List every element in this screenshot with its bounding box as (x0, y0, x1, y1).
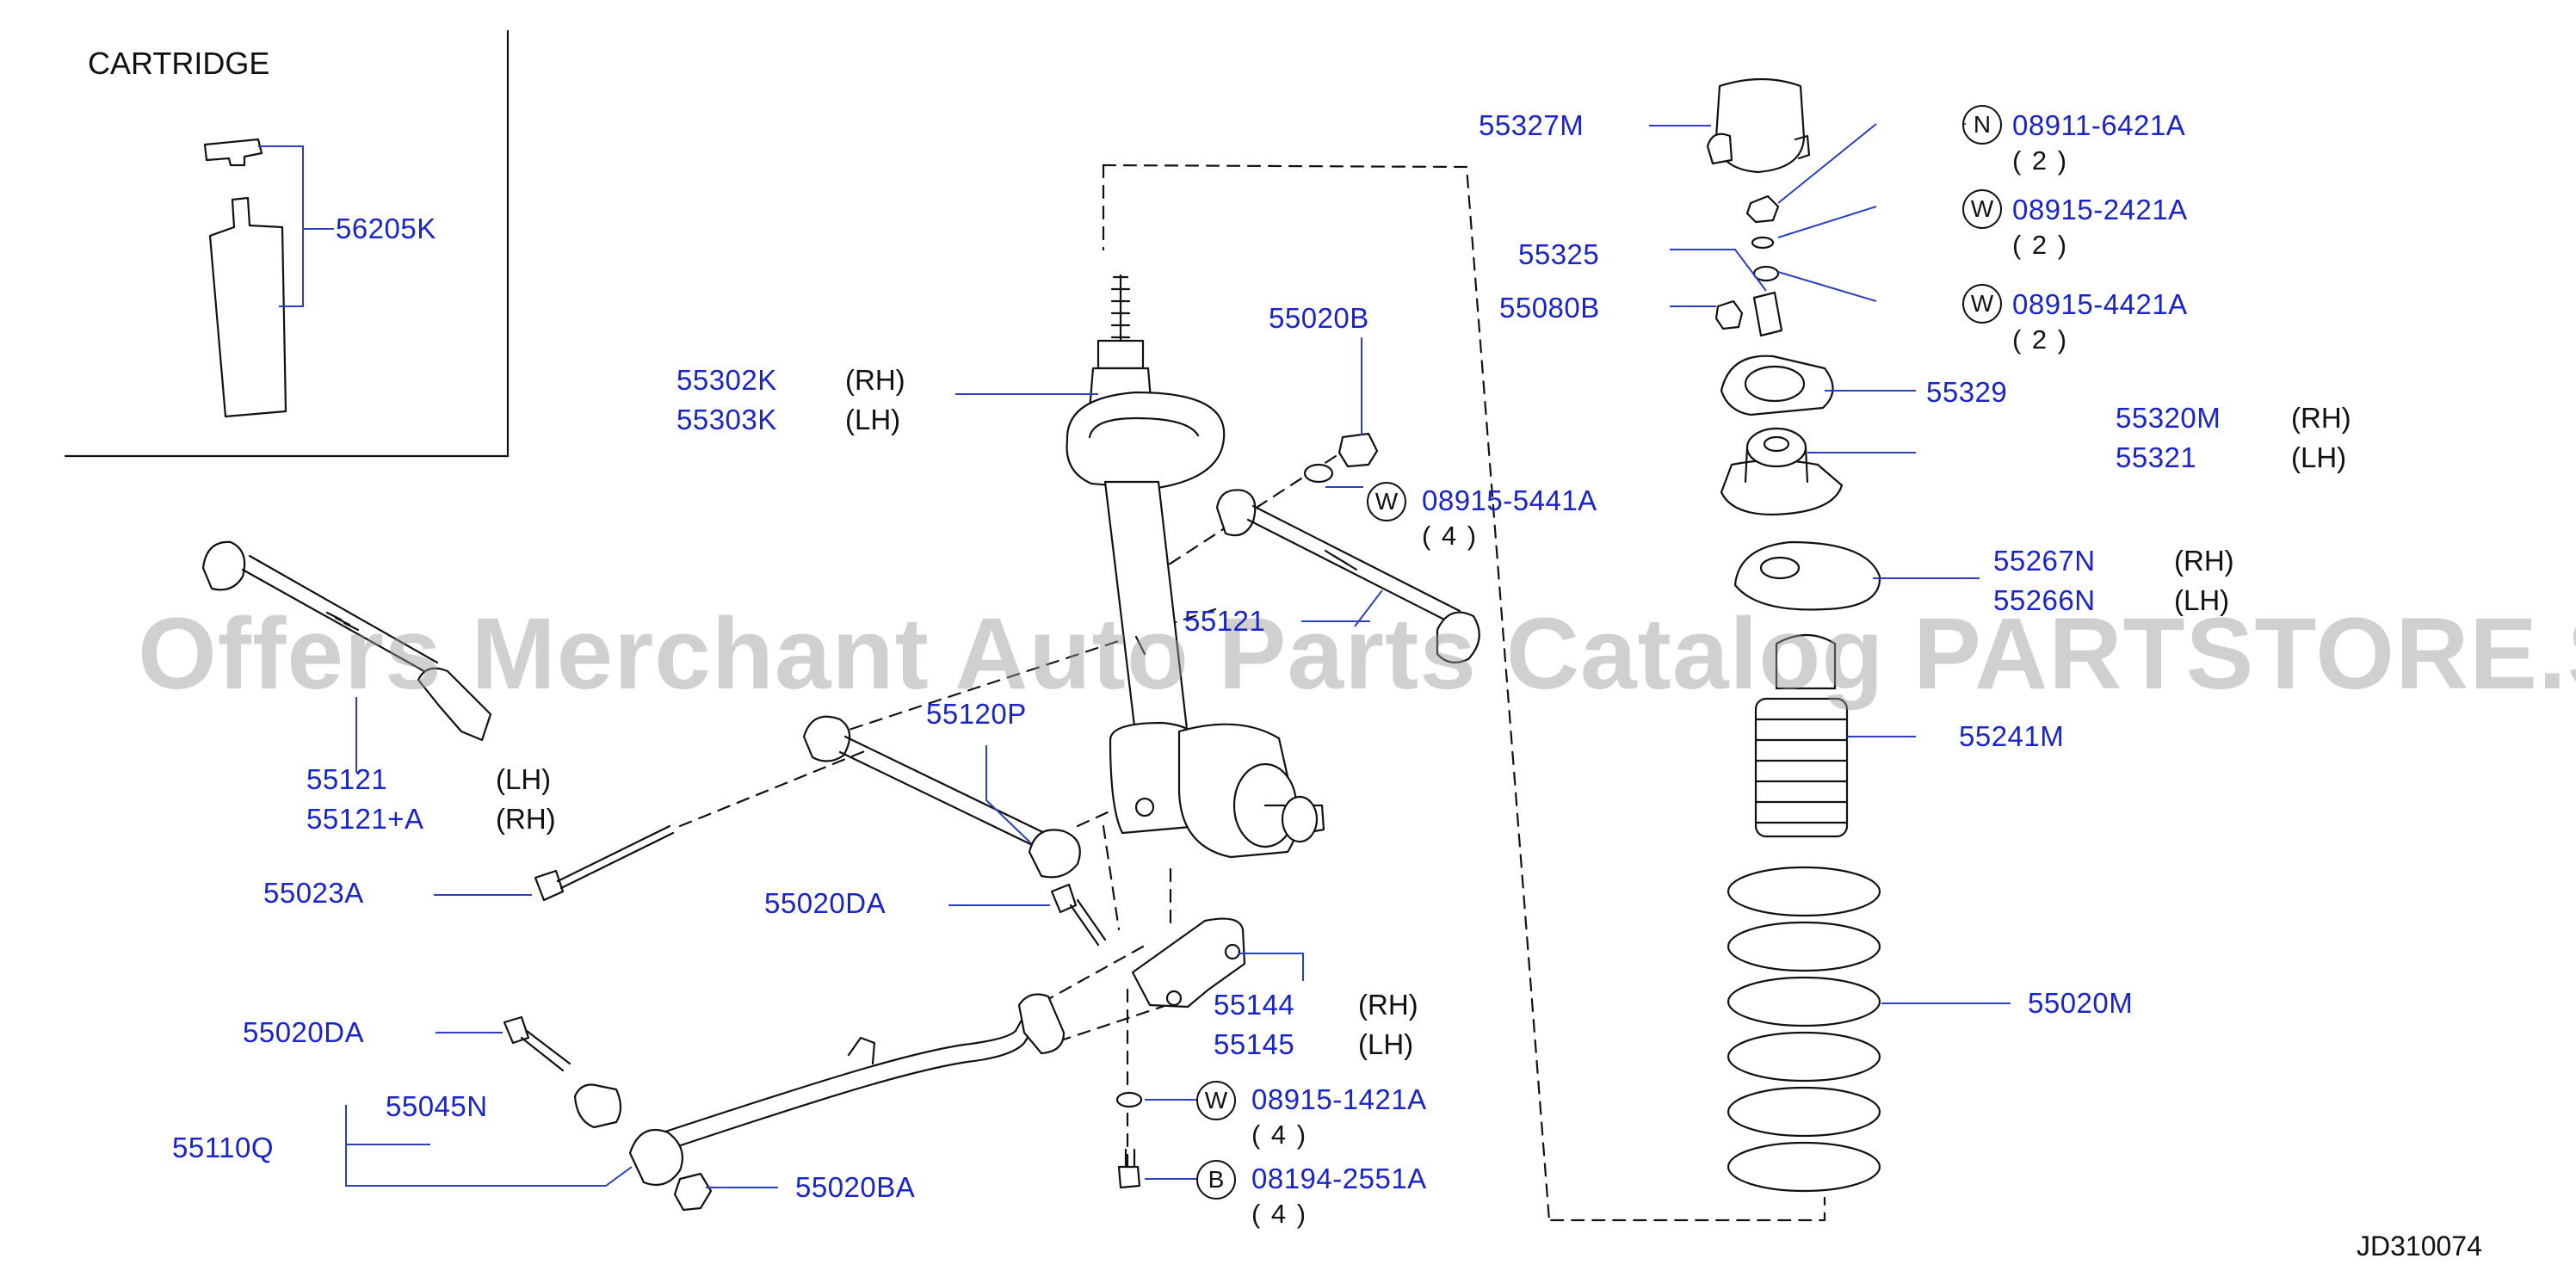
part-label-55327m[interactable]: 55327M (1479, 109, 1585, 141)
leader-lines (258, 123, 2011, 1188)
coil-spring (1727, 866, 1881, 1193)
qty-08915-1421a: ( 4 ) (1251, 1120, 1308, 1150)
side-label-lh: (LH) (2174, 584, 2230, 616)
bolt-symbol: B (1196, 1160, 1236, 1200)
strut-dashed-outline (1102, 163, 1826, 1222)
washer-symbol: W (1196, 1081, 1236, 1120)
part-label-55023a[interactable]: 55023A (263, 877, 364, 909)
qty-08911-6421a: ( 2 ) (2012, 145, 2069, 176)
side-label-rh: (RH) (845, 364, 905, 396)
mount-cap (1706, 77, 1811, 174)
qty-08915-2421a: ( 2 ) (2012, 230, 2069, 260)
part-label-56205k[interactable]: 56205K (336, 213, 436, 244)
part-label-08915-4421a[interactable]: 08915-4421A (2012, 288, 2188, 320)
part-label-55267n[interactable]: 55267N (1993, 545, 2096, 577)
bolt-55020da-mid (1050, 883, 1107, 947)
lower-link (802, 715, 1081, 879)
part-label-55020da-low[interactable]: 55020DA (243, 1016, 365, 1048)
side-label-lh: (LH) (496, 763, 552, 795)
bushing-55045n (503, 1015, 622, 1129)
part-label-08915-2421a[interactable]: 08915-2421A (2012, 194, 2188, 225)
qty-08194-2551a: ( 4 ) (1251, 1199, 1308, 1229)
lateral-link-left (201, 540, 492, 742)
part-label-55320m[interactable]: 55320M (2116, 402, 2221, 434)
qty-08915-5441a: ( 4 ) (1422, 521, 1479, 551)
side-label-rh: (RH) (2174, 545, 2234, 577)
part-label-55110q[interactable]: 55110Q (172, 1132, 274, 1163)
cartridge-frame (64, 29, 510, 458)
part-label-55020m[interactable]: 55020M (2028, 987, 2134, 1019)
side-label-rh: (RH) (1358, 989, 1418, 1021)
upper-mount (1720, 427, 1844, 516)
part-label-55120p[interactable]: 55120P (926, 698, 1027, 730)
part-label-55020da-mid[interactable]: 55020DA (764, 887, 886, 919)
qty-08915-4421a: ( 2 ) (2012, 324, 2069, 355)
part-label-55266n[interactable]: 55266N (1993, 584, 2096, 616)
dust-boot (1754, 634, 1849, 838)
part-label-55020ba[interactable]: 55020BA (795, 1171, 916, 1203)
bolt-55023a (534, 824, 675, 902)
stabilizer-bar (628, 993, 1066, 1186)
cartridge-title: CARTRIDGE (88, 46, 270, 81)
mount-hardware (1714, 194, 1783, 337)
side-label-lh: (LH) (2291, 441, 2347, 473)
side-label-rh: (RH) (496, 803, 556, 835)
part-label-08911-6421a[interactable]: 08911-6421A (2012, 109, 2186, 141)
part-label-55045n[interactable]: 55045N (386, 1090, 488, 1122)
upper-nut (1303, 432, 1379, 484)
cartridge-drawing (203, 138, 287, 418)
side-label-rh: (RH) (2291, 402, 2351, 434)
upper-link-rod (1215, 489, 1480, 663)
watermark: Offers Merchant Auto Parts Catalog PARTS… (138, 597, 2576, 711)
part-label-55321[interactable]: 55321 (2116, 441, 2197, 473)
bracket-55144 (1131, 917, 1246, 1009)
part-label-55241m[interactable]: 55241M (1959, 720, 2065, 752)
part-label-55329[interactable]: 55329 (1926, 376, 2008, 408)
nut-55020ba (673, 1172, 713, 1212)
washer-symbol: W (1962, 284, 2002, 324)
part-label-08194-2551a[interactable]: 08194-2551A (1251, 1163, 1427, 1194)
part-label-55020b[interactable]: 55020B (1269, 302, 1369, 334)
part-label-55302k[interactable]: 55302K (676, 364, 777, 396)
part-label-55145[interactable]: 55145 (1214, 1028, 1295, 1060)
lower-washer-bolt (1115, 1091, 1143, 1189)
nut-symbol: N (1962, 105, 2002, 145)
washer-symbol: W (1962, 189, 2002, 229)
part-label-55080b[interactable]: 55080B (1499, 292, 1600, 324)
side-label-lh: (LH) (845, 404, 901, 435)
part-label-55144[interactable]: 55144 (1214, 989, 1295, 1021)
part-label-55121a-rh[interactable]: 55121+A (306, 803, 424, 835)
washer-symbol: W (1367, 482, 1406, 521)
part-label-08915-5441a[interactable]: 08915-5441A (1422, 484, 1597, 516)
plate-55329 (1720, 355, 1834, 416)
part-label-55325[interactable]: 55325 (1518, 238, 1600, 270)
strut-assembly (1066, 274, 1325, 859)
diagram-id: JD310074 (2357, 1231, 2482, 1262)
part-label-08915-1421a[interactable]: 08915-1421A (1251, 1083, 1427, 1115)
side-label-lh: (LH) (1358, 1028, 1414, 1060)
part-label-55121-lh[interactable]: 55121 (306, 763, 388, 795)
part-label-55121-upper[interactable]: 55121 (1184, 605, 1266, 637)
spring-seat (1733, 540, 1881, 611)
part-label-55303k[interactable]: 55303K (676, 404, 777, 435)
